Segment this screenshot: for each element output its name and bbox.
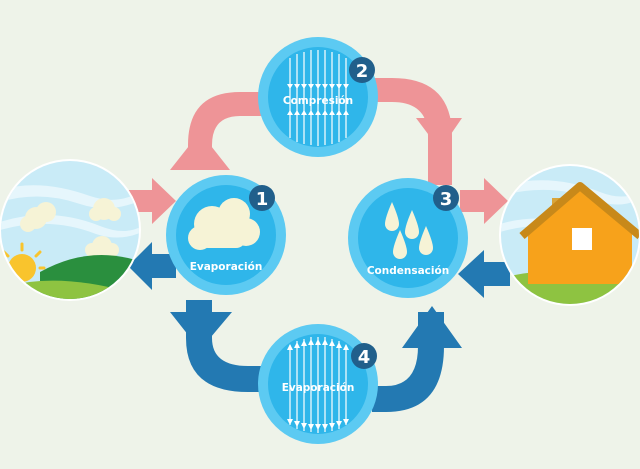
stage-expansion: Evaporación 4 — [258, 324, 378, 444]
stage-1-label: Evaporación — [190, 261, 263, 273]
stage-4-label: Evaporación — [282, 382, 355, 394]
stage-3-label: Condensación — [367, 265, 449, 277]
cold-flow-arrow-up — [402, 306, 462, 348]
cloud-icon — [188, 198, 260, 250]
hot-flow-to-house — [460, 178, 508, 224]
hot-flow-arrow-down — [416, 118, 462, 150]
compression-arrows-icon — [289, 50, 347, 146]
stage-2-number-badge: 2 — [356, 61, 369, 82]
house-scene — [499, 164, 640, 306]
water-drops-icon — [385, 202, 433, 259]
heat-out-to-house-return — [458, 250, 510, 298]
stage-2-label: Compresión — [283, 95, 353, 107]
stage-3-number-badge: 3 — [440, 189, 453, 210]
cloud-icon — [20, 198, 121, 257]
cold-refrigerant-flow — [128, 242, 510, 412]
hot-flow-right-arc — [372, 78, 452, 185]
stage-1-number-badge: 1 — [256, 189, 269, 210]
stage-evaporation: Evaporación 1 — [166, 175, 286, 295]
stage-4-number-badge: 4 — [358, 347, 371, 368]
hot-refrigerant-flow — [128, 78, 508, 224]
cold-flow-to-outside — [128, 242, 176, 290]
stage-condensation: Condensación 3 — [348, 178, 468, 298]
cold-flow-arrow-left — [170, 312, 232, 350]
hot-flow-arrow-up — [170, 132, 230, 170]
house-icon — [519, 182, 639, 284]
stage-compression: Compresión 2 — [258, 37, 378, 157]
outdoor-scene — [0, 159, 141, 301]
expansion-arrows-icon — [289, 337, 347, 433]
